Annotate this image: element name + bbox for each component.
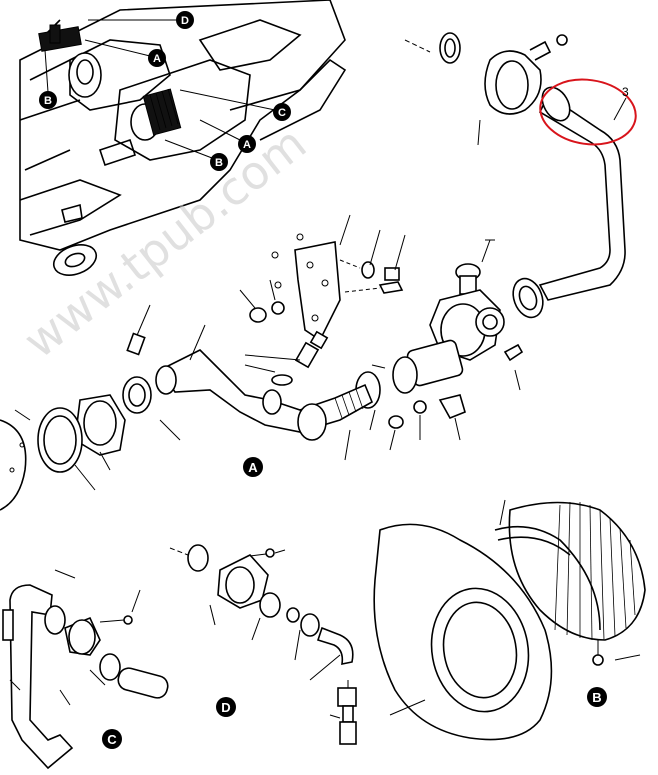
- svg-text:C: C: [278, 107, 286, 119]
- callout-d-marker: D: [88, 11, 194, 29]
- hatch-pattern: [149, 88, 179, 131]
- svg-text:B: B: [215, 157, 223, 169]
- view-b-label: B: [587, 687, 607, 707]
- callout-b-marker-2: B: [164, 139, 228, 171]
- top-right-clamp-assembly: [404, 32, 568, 146]
- callout-a-marker-1: A: [84, 39, 166, 67]
- svg-text:C: C: [107, 732, 117, 747]
- flexible-hose: [155, 324, 374, 441]
- svg-text:B: B: [592, 690, 601, 705]
- callout-c-marker: C: [179, 89, 291, 121]
- engine-assembly: [19, 0, 347, 276]
- view-c-label: C: [102, 729, 122, 749]
- svg-text:A: A: [243, 139, 251, 151]
- watermark-text: www.tpub.com: [14, 116, 317, 369]
- exhaust-pipe-item-3: [512, 86, 626, 319]
- svg-text:B: B: [44, 95, 52, 107]
- svg-text:A: A: [248, 460, 258, 475]
- callout-b-marker-1: B: [39, 49, 57, 109]
- item-number-label: 3: [622, 85, 629, 99]
- svg-text:D: D: [181, 15, 189, 27]
- view-c-pipe-assembly: [2, 569, 169, 770]
- view-a-label: A: [243, 457, 263, 477]
- left-clamp-ring-assembly: [0, 304, 181, 511]
- bracket-assembly: [239, 214, 406, 342]
- housing-assembly-view-b: [373, 499, 646, 741]
- fan-blades: [554, 501, 636, 641]
- view-d-label: D: [216, 697, 236, 717]
- valve-and-small-parts: [244, 330, 466, 461]
- view-d-fitting-assembly: [169, 544, 357, 745]
- fitting-assembly: [355, 239, 524, 409]
- item-3-highlight: 3: [539, 78, 637, 146]
- svg-text:A: A: [153, 53, 161, 65]
- callout-a-marker-2: A: [199, 119, 256, 153]
- hose-corrugation: [334, 388, 364, 419]
- svg-text:D: D: [221, 700, 230, 715]
